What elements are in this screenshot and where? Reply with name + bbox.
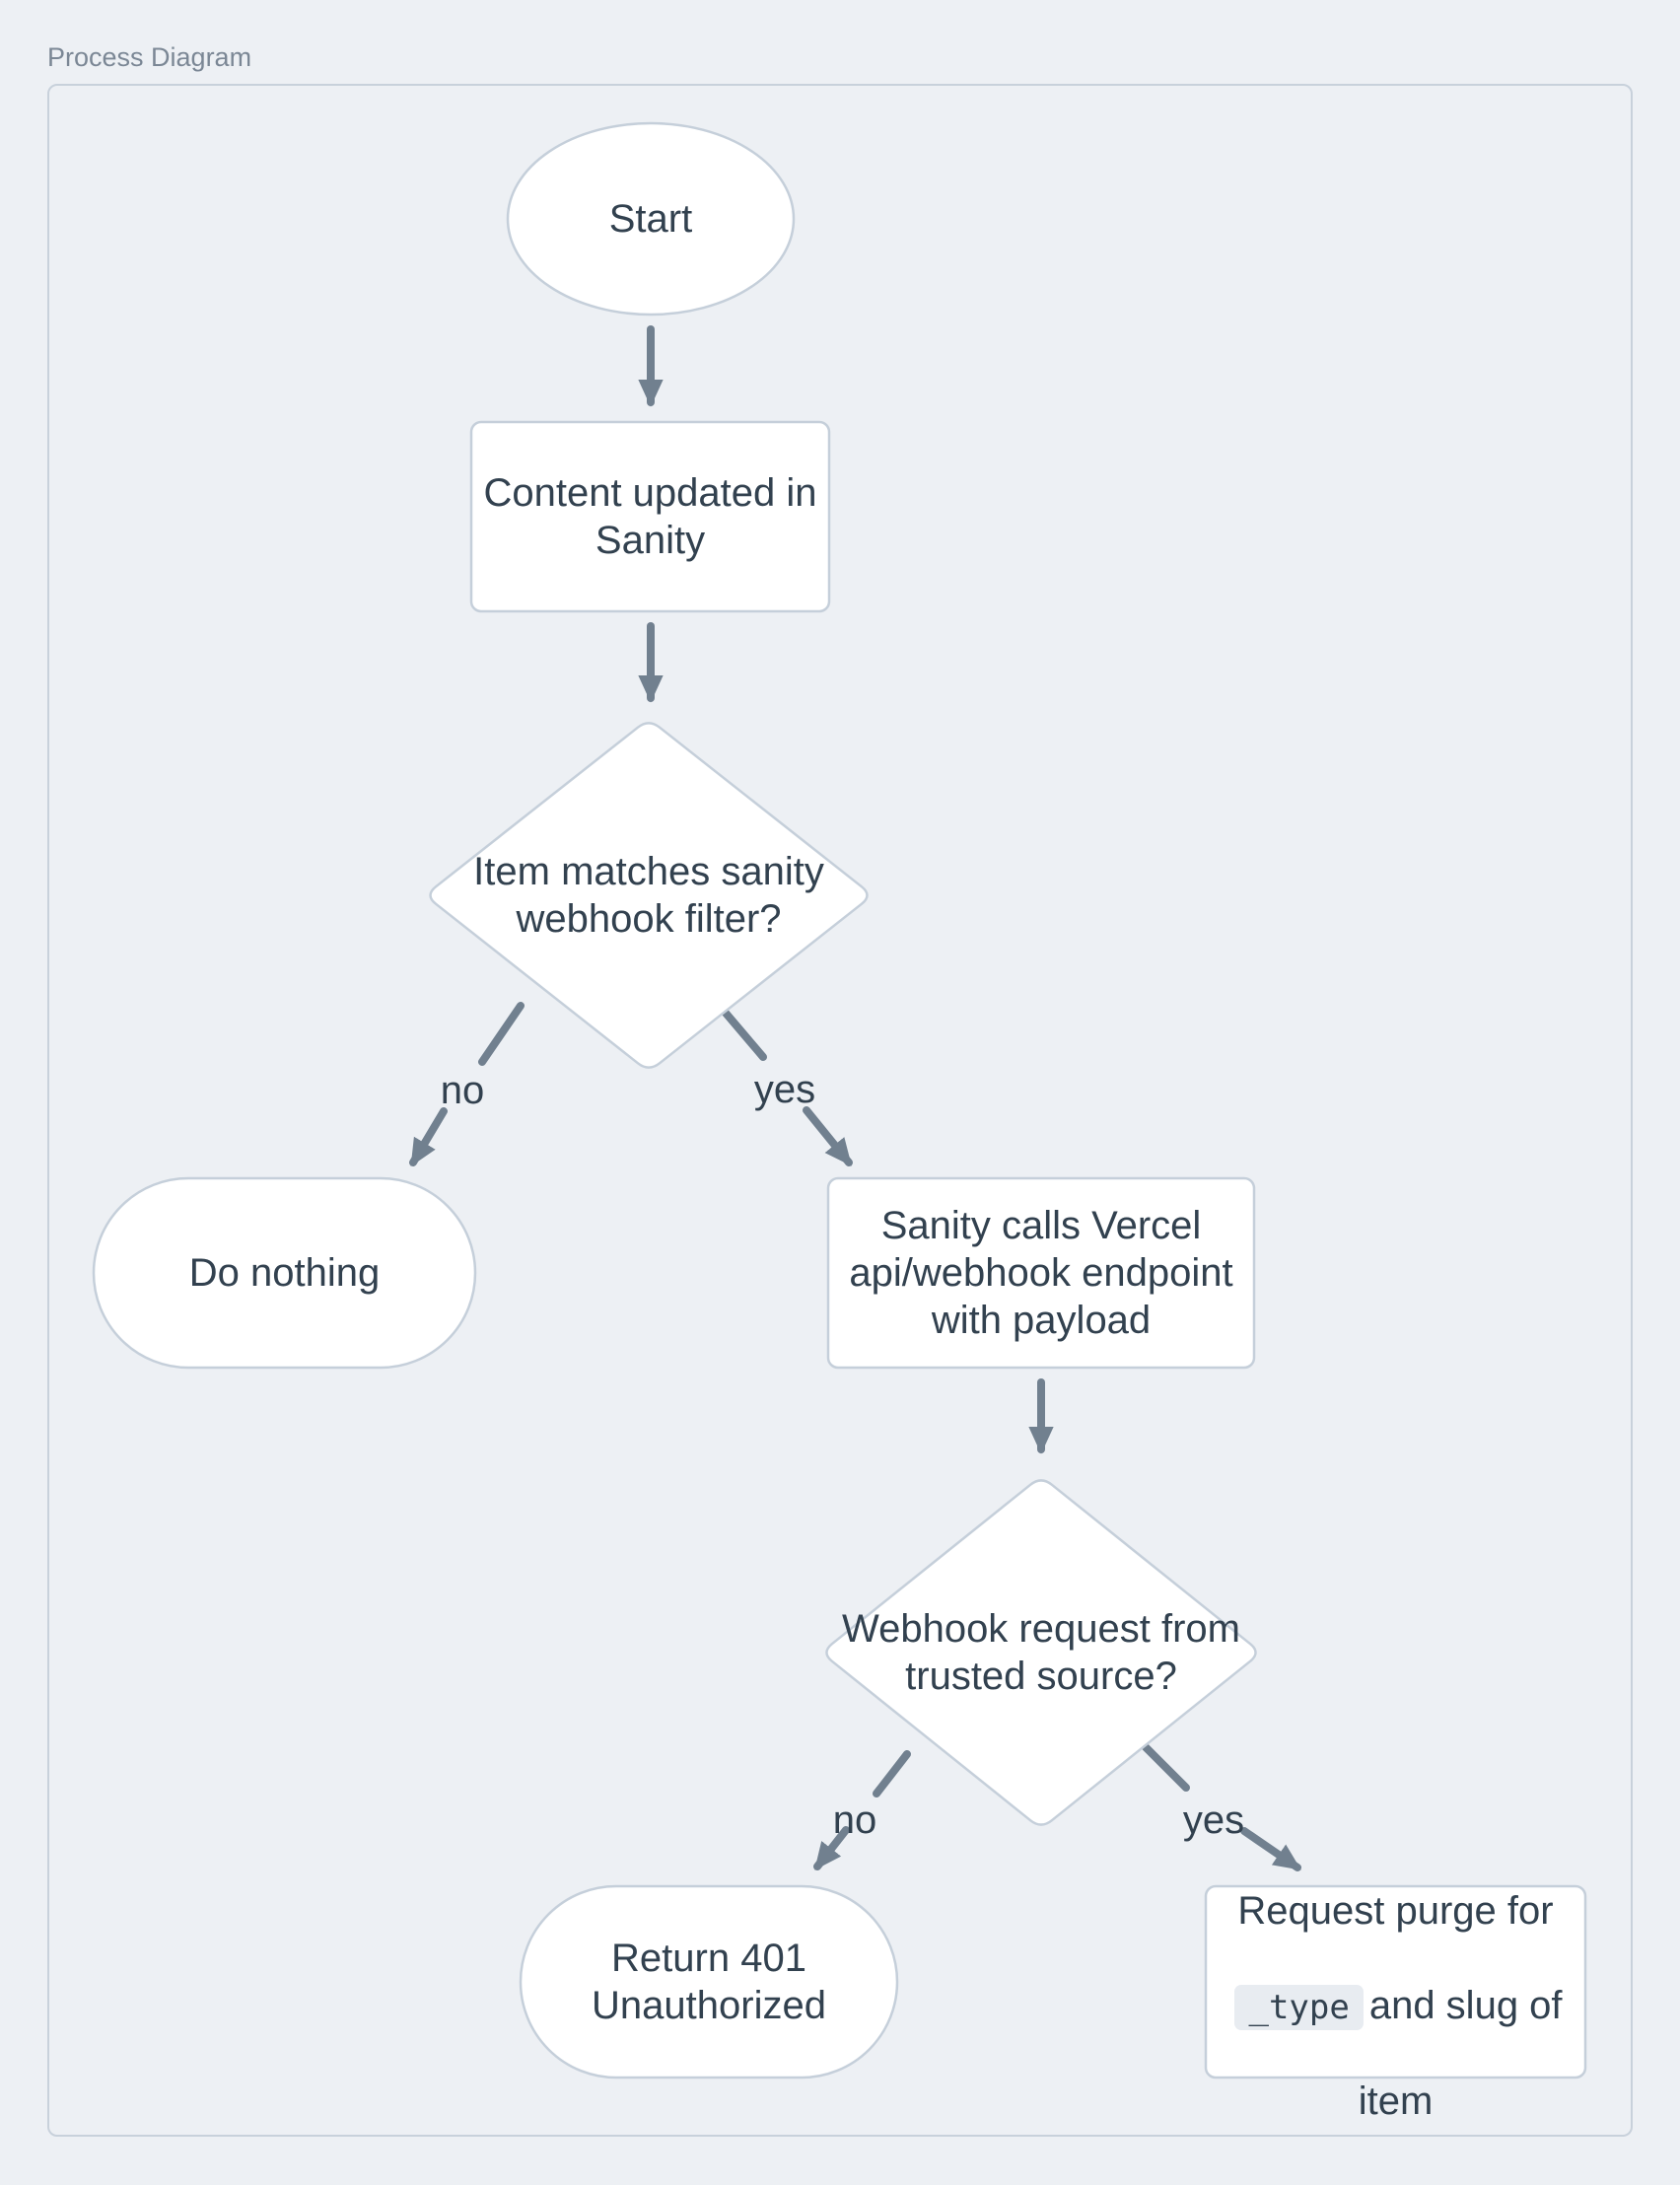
edge-filter-no-seg1 [478,1002,525,1066]
return-401-node-shape [519,1884,899,2079]
trusted-source-decision-shape [825,1479,1257,1826]
do-nothing-node-shape [92,1176,477,1370]
edge-trusted-yes-seg2 [1240,1827,1301,1871]
sanity-calls-node-shape [826,1176,1256,1370]
diagram-frame [47,84,1633,2137]
edge-filter-yes-seg2 [803,1106,853,1166]
start-node-shape [506,121,796,317]
edge-trusted-yes-seg1 [1142,1743,1190,1792]
edge-trusted-no-seg1 [873,1750,911,1797]
edge-filter-no-seg2 [409,1107,448,1166]
request-purge-node-shape [1204,1884,1587,2079]
diagram-title: Process Diagram [47,42,252,72]
filter-match-decision-shape [429,722,869,1069]
content-updated-node-shape [469,420,831,613]
edge-trusted-no-seg2 [813,1826,850,1870]
